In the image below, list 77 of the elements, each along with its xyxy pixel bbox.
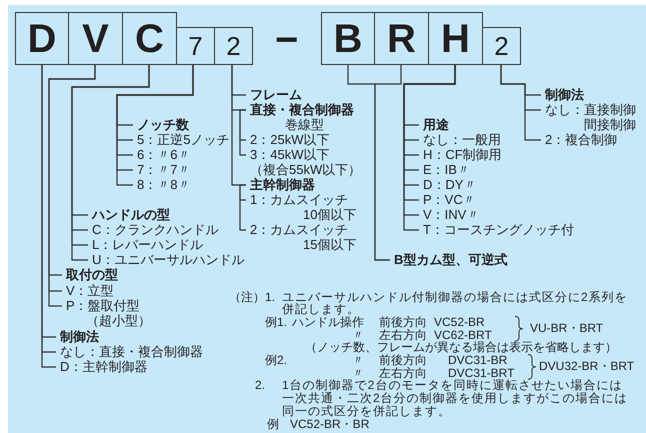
item-text: P：VC〃 xyxy=(423,192,476,207)
note-label: 〃 xyxy=(352,366,364,380)
connector-line xyxy=(500,65,541,141)
item-text: D：主幹制御器 xyxy=(60,359,148,374)
item-text: 8：〃8〃 xyxy=(137,177,190,192)
item-heading: 主幹制御器 xyxy=(250,177,315,192)
code-letter-box: C xyxy=(122,12,177,65)
item-text: P：盤取付型 xyxy=(66,298,141,313)
note-label: 2. xyxy=(255,379,266,392)
item-heading: ハンドルの型 xyxy=(92,207,170,222)
code-letter-box: V xyxy=(68,12,123,65)
item-text: 1：カムスイッチ xyxy=(250,192,350,207)
item-heading: 制御法 xyxy=(545,87,584,102)
item-note: 15個以下 xyxy=(303,237,356,252)
item-text: T：コースチングノッチ付 xyxy=(423,222,574,237)
note-label: DVC31-BR xyxy=(448,354,508,367)
note-label: VC62-BRT xyxy=(434,328,492,342)
code-letter-box: 7 xyxy=(176,27,215,65)
connector-line xyxy=(239,109,246,156)
item-text: D：DY〃 xyxy=(423,177,476,192)
item-text: L：レバーハンドル xyxy=(92,237,204,252)
note-label: VU-BR・BRT xyxy=(530,322,604,336)
item-text: 3：45kW以下 xyxy=(250,147,330,162)
item-text: なし：直接制御 xyxy=(545,102,636,117)
item-note: （超小型） xyxy=(86,313,151,328)
code-letter-box: 2 xyxy=(214,27,253,65)
code-letter-box: B xyxy=(321,12,375,65)
item-note: 10個以下 xyxy=(303,207,356,222)
note-label: DVU32-BR・BRT xyxy=(539,360,634,374)
item-heading: 用途 xyxy=(423,117,449,132)
note-label: VC52-BR・BR xyxy=(290,418,370,430)
connector-line xyxy=(239,184,246,231)
note-label: 左右方向 xyxy=(379,328,427,342)
item-note: （複合55kW以下） xyxy=(250,162,362,177)
item-text: 2：複合制御 xyxy=(545,132,618,147)
item-heading: ノッチ数 xyxy=(137,117,189,132)
item-text: 5：正逆5ノッチ xyxy=(137,132,230,147)
note-label: 左右方向 xyxy=(379,366,427,380)
code-letter-box: 2 xyxy=(482,27,521,65)
item-heading: 直接・複合制御器 xyxy=(250,102,354,117)
note-label: （ノッチ数、フレームが異なる場合は表示を省略します） xyxy=(305,341,617,354)
note-label: 〃 xyxy=(352,328,364,342)
note-text: 1台の制御器で2台のモータを同時に運転させたい場合には一次共通・二次2台分の制御器を使用しますがこの場合には同一の式区分を併記します。 xyxy=(282,379,629,418)
code-letter-box: D xyxy=(15,12,69,65)
item-heading: B型カム型、可逆式 xyxy=(394,252,508,267)
item-text: E：IB〃 xyxy=(423,162,470,177)
item-text: U：ユニバーサルハンドル xyxy=(92,252,244,267)
code-letter-box: R xyxy=(374,12,429,65)
item-text: 2：25kW以下 xyxy=(250,132,330,147)
item-text: 7：〃7〃 xyxy=(137,162,190,177)
item-text: なし：一般用 xyxy=(423,132,501,147)
item-heading: フレーム xyxy=(250,87,302,102)
note-label: ハンドル操作 xyxy=(292,316,364,329)
item-text: V：INV〃 xyxy=(423,207,480,222)
connector-line xyxy=(374,65,402,261)
note-text: ユニバーサルハンドル付制御器の場合には式区分に2系列を併記します。 xyxy=(282,290,629,316)
item-heading: 制御法 xyxy=(60,329,99,344)
note-label: VC52-BR xyxy=(434,316,485,329)
note-label: （注）1. xyxy=(229,290,276,304)
note-label: 例1. xyxy=(265,316,288,329)
item-text: なし：直接・複合制御器 xyxy=(60,344,203,359)
item-note: 巻線型 xyxy=(285,117,325,132)
dash-sign: − xyxy=(275,18,298,62)
item-note: 間接制御 xyxy=(584,117,636,132)
note-label: 〃 xyxy=(352,354,364,367)
item-heading: 取付の型 xyxy=(66,267,118,282)
item-text: H：CF制御用 xyxy=(423,147,502,162)
code-letter-box: H xyxy=(428,12,483,65)
item-text: C：クランクハンドル xyxy=(92,222,218,237)
item-text: 6：〃6〃 xyxy=(137,147,190,162)
item-text: V：立型 xyxy=(66,283,114,298)
item-text: 2：カムスイッチ xyxy=(250,222,350,237)
note-label: 例 xyxy=(267,418,279,430)
note-label: 例2. xyxy=(265,354,288,367)
note-label: 前後方向 xyxy=(379,316,427,329)
note-label: 前後方向 xyxy=(379,354,427,367)
note-label: DVC31-BRT xyxy=(448,366,514,380)
